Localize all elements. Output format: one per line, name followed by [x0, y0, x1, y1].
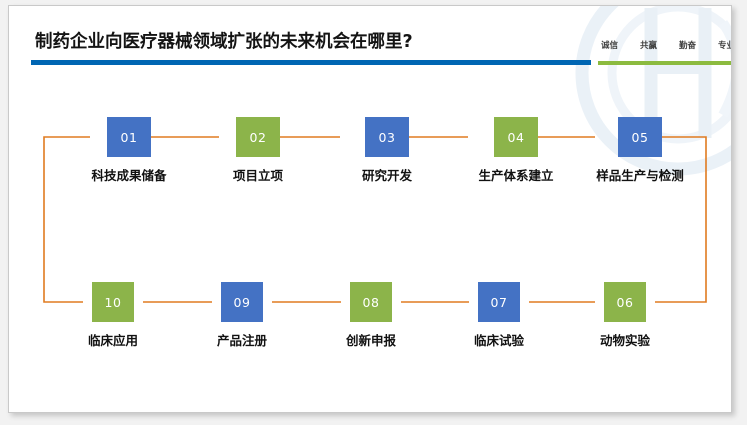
- flow-node-05[interactable]: 05 样品生产与检测: [577, 117, 703, 184]
- flow-node-label: 项目立项: [232, 168, 283, 183]
- flow-node-08[interactable]: 08 创新申报: [333, 282, 409, 349]
- slogan-group: 诚信 共赢 勤奋 专业: [601, 39, 731, 51]
- slogan-word-1: 诚信: [601, 41, 619, 51]
- flow-node-label: 创新申报: [345, 333, 396, 348]
- flow-node-number: 05: [618, 117, 662, 157]
- flow-node-number: 09: [221, 282, 263, 322]
- slogan-word-3: 勤奋: [678, 41, 696, 51]
- flow-node-number: 02: [236, 117, 280, 157]
- flow-node-number: 01: [107, 117, 151, 157]
- flow-node-03[interactable]: 03 研究开发: [342, 117, 432, 184]
- flow-node-label: 研究开发: [361, 168, 412, 183]
- title-underline-green: [598, 61, 731, 65]
- flow-node-number: 08: [350, 282, 392, 322]
- flow-node-02[interactable]: 02 项目立项: [213, 117, 303, 184]
- flow-node-label: 临床试验: [473, 333, 524, 348]
- flow-node-07[interactable]: 07 临床试验: [461, 282, 537, 349]
- slide: 制药企业向医疗器械领域扩张的未来机会在哪里? 诚信 共赢 勤奋 专业: [8, 5, 732, 413]
- flow-node-label: 科技成果储备: [91, 168, 167, 183]
- title-underline-blue: [31, 60, 591, 65]
- slogan-word-2: 共赢: [639, 41, 657, 51]
- slogan-word-4: 专业: [717, 41, 731, 51]
- flow-node-number: 06: [604, 282, 646, 322]
- flow-node-06[interactable]: 06 动物实验: [587, 282, 663, 349]
- flow-node-label: 动物实验: [599, 333, 650, 348]
- flow-node-01[interactable]: 01 科技成果储备: [84, 117, 174, 184]
- flow-node-09[interactable]: 09 产品注册: [204, 282, 280, 349]
- flow-node-label: 生产体系建立: [478, 168, 554, 183]
- flow-node-label: 临床应用: [87, 333, 138, 348]
- flow-node-label: 产品注册: [216, 333, 267, 348]
- flow-node-04[interactable]: 04 生产体系建立: [460, 117, 572, 184]
- flow-node-number: 07: [478, 282, 520, 322]
- flow-node-label: 样品生产与检测: [596, 168, 684, 183]
- flow-node-number: 04: [494, 117, 538, 157]
- flow-node-number: 10: [92, 282, 134, 322]
- flow-node-10[interactable]: 10 临床应用: [75, 282, 151, 349]
- flow-node-number: 03: [365, 117, 409, 157]
- flow-connectors: [43, 136, 707, 303]
- page-title: 制药企业向医疗器械领域扩张的未来机会在哪里?: [35, 32, 413, 52]
